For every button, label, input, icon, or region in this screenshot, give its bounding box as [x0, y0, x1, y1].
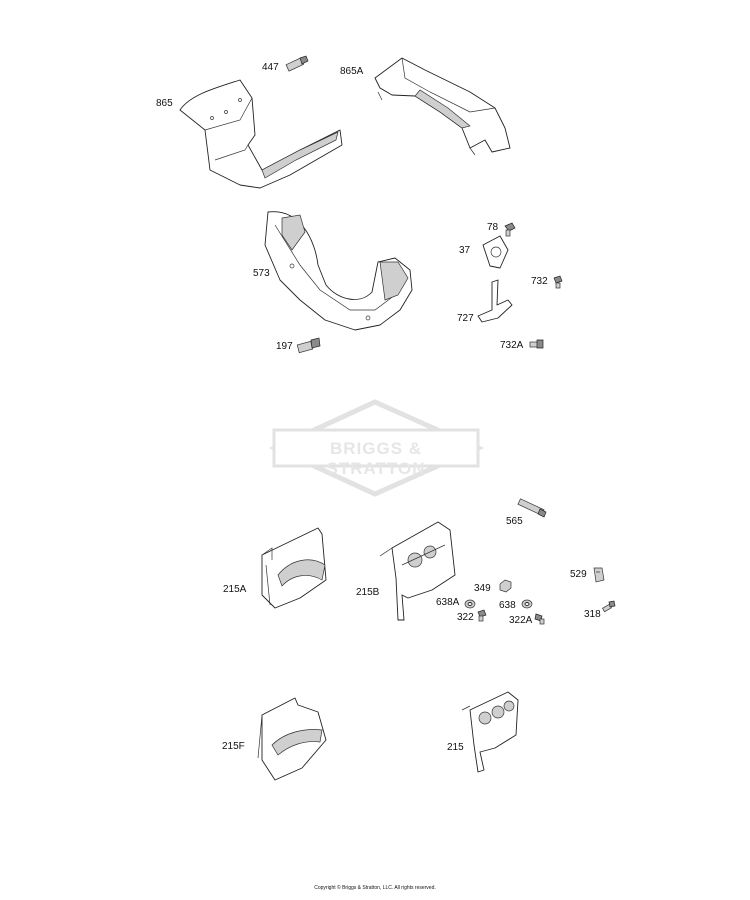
briggs-stratton-watermark — [269, 399, 485, 497]
part-78-screw — [504, 222, 516, 237]
part-529-clip — [593, 567, 605, 583]
part-638-washer — [521, 599, 533, 609]
part-215-shield — [461, 691, 519, 773]
label-638A: 638A — [436, 597, 460, 608]
watermark-text: BRIGGS & STRATTON — [326, 439, 426, 478]
part-349-nut — [499, 579, 512, 593]
label-529: 529 — [570, 569, 587, 580]
part-215B-shield — [379, 521, 456, 621]
label-865: 865 — [156, 98, 173, 109]
part-318-screw — [602, 600, 616, 613]
part-865A-shroud — [374, 57, 511, 156]
part-215F-shield — [257, 697, 327, 781]
label-37: 37 — [459, 245, 471, 256]
label-732A: 732A — [500, 340, 524, 351]
part-197-bolt — [296, 337, 321, 354]
part-732-screw — [553, 275, 563, 289]
label-638: 638 — [499, 600, 516, 611]
part-565-stud — [517, 498, 547, 518]
label-573: 573 — [253, 268, 270, 279]
label-732: 732 — [531, 276, 548, 287]
label-215B: 215B — [356, 587, 380, 598]
label-447: 447 — [262, 62, 279, 73]
label-197: 197 — [276, 341, 293, 352]
label-215F: 215F — [222, 741, 245, 752]
part-865-shroud — [179, 79, 343, 189]
part-573-blower-housing — [264, 211, 413, 331]
part-638A-washer — [464, 599, 476, 609]
part-447-bolt — [285, 55, 309, 72]
label-349: 349 — [474, 583, 491, 594]
label-215A: 215A — [223, 584, 247, 595]
label-727: 727 — [457, 313, 474, 324]
label-78: 78 — [487, 222, 499, 233]
part-727-bracket — [477, 279, 513, 323]
part-732A-screw — [529, 339, 544, 349]
part-215A-shield — [261, 527, 327, 609]
label-322: 322 — [457, 612, 474, 623]
part-37-gasket — [482, 235, 509, 269]
part-322A-screw — [534, 613, 545, 625]
label-565: 565 — [506, 516, 523, 527]
label-318: 318 — [584, 609, 601, 620]
copyright-notice: Copyright © Briggs & Stratton, LLC. All … — [314, 885, 436, 891]
label-215: 215 — [447, 742, 464, 753]
part-322-screw — [477, 609, 487, 622]
label-865A: 865A — [340, 66, 364, 77]
label-322A: 322A — [509, 615, 533, 626]
